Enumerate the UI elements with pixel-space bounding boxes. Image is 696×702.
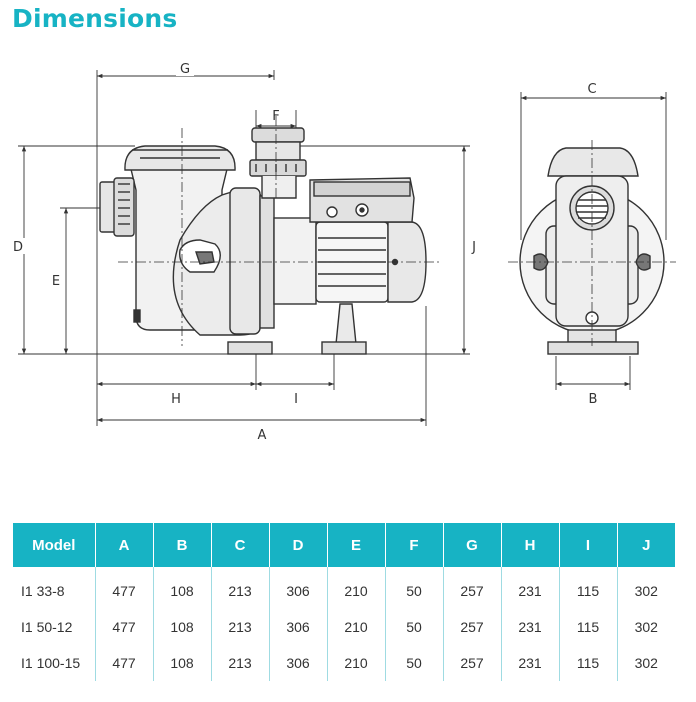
- table-cell: 213: [211, 567, 270, 609]
- table-cell: 257: [443, 567, 502, 609]
- table-cell: 302: [634, 619, 658, 635]
- dimensions-table: Model A B C D E F G H I J I1 33-8 477 10…: [13, 523, 675, 681]
- dim-label-g: G: [180, 62, 190, 77]
- table-cell: 115: [559, 609, 618, 645]
- table-cell: 231: [501, 567, 560, 609]
- table-header: F: [385, 523, 444, 567]
- table-header: H: [501, 523, 560, 567]
- dim-label-f: F: [272, 109, 279, 124]
- table-cell: 210: [327, 645, 386, 681]
- table-cell-model: I1 50-12: [13, 609, 96, 645]
- table-cell: 306: [269, 567, 328, 609]
- table-cell: 108: [153, 609, 212, 645]
- table-row: I1 33-8 477 108 213 306 210 50 257 231 1…: [13, 567, 675, 609]
- table-cell: 213: [211, 645, 270, 681]
- page-title: Dimensions: [12, 4, 178, 33]
- pump-side-view: [99, 127, 427, 355]
- side-center-lines: [118, 116, 440, 346]
- table-header: Model: [13, 523, 96, 567]
- dim-label-j: J: [471, 240, 476, 255]
- table-cell: 108: [153, 645, 212, 681]
- table-cell: 302: [634, 583, 658, 599]
- table-header: D: [269, 523, 328, 567]
- table-header: A: [95, 523, 154, 567]
- table-cell: 477: [95, 609, 154, 645]
- table-cell: 257: [443, 609, 502, 645]
- table-cell: 50: [385, 567, 444, 609]
- table-cell: 213: [211, 609, 270, 645]
- table-header: I: [559, 523, 618, 567]
- dim-label-d: D: [13, 240, 23, 255]
- table-cell: 50: [385, 609, 444, 645]
- table-cell: 210: [327, 609, 386, 645]
- table-header-row: Model A B C D E F G H I J: [13, 523, 675, 567]
- table-cell-model: I1 33-8: [13, 567, 96, 609]
- table-cell: 108: [153, 567, 212, 609]
- table-cell: 231: [501, 645, 560, 681]
- table-cell: 257: [443, 645, 502, 681]
- table-header: G: [443, 523, 502, 567]
- table-cell: 302: [634, 655, 658, 671]
- dim-label-e: E: [52, 274, 60, 289]
- table-cell: 115: [559, 567, 618, 609]
- dim-label-a: A: [258, 428, 267, 443]
- table-cell: 50: [385, 645, 444, 681]
- dim-label-i: I: [294, 392, 298, 407]
- pump-front-view: [519, 147, 665, 355]
- dim-label-c: C: [587, 82, 596, 97]
- table-cell: 231: [501, 609, 560, 645]
- table-cell: 115: [559, 645, 618, 681]
- table-header: J: [617, 523, 675, 567]
- front-center-lines: [508, 140, 676, 346]
- table-cell: 210: [327, 567, 386, 609]
- table-header: E: [327, 523, 386, 567]
- dim-label-h: H: [171, 392, 181, 407]
- table-header: C: [211, 523, 270, 567]
- table-row: I1 50-12 477 108 213 306 210 50 257 231 …: [13, 609, 675, 645]
- table-cell: 477: [95, 567, 154, 609]
- table-cell-model: I1 100-15: [13, 645, 96, 681]
- table-row: I1 100-15 477 108 213 306 210 50 257 231…: [13, 645, 675, 681]
- table-cell: 306: [269, 645, 328, 681]
- table-cell: 477: [95, 645, 154, 681]
- table-header: B: [153, 523, 212, 567]
- dim-label-b: B: [589, 392, 598, 407]
- pump-dimension-drawing: G F C D E J H I A B: [12, 62, 676, 443]
- table-cell: 306: [269, 609, 328, 645]
